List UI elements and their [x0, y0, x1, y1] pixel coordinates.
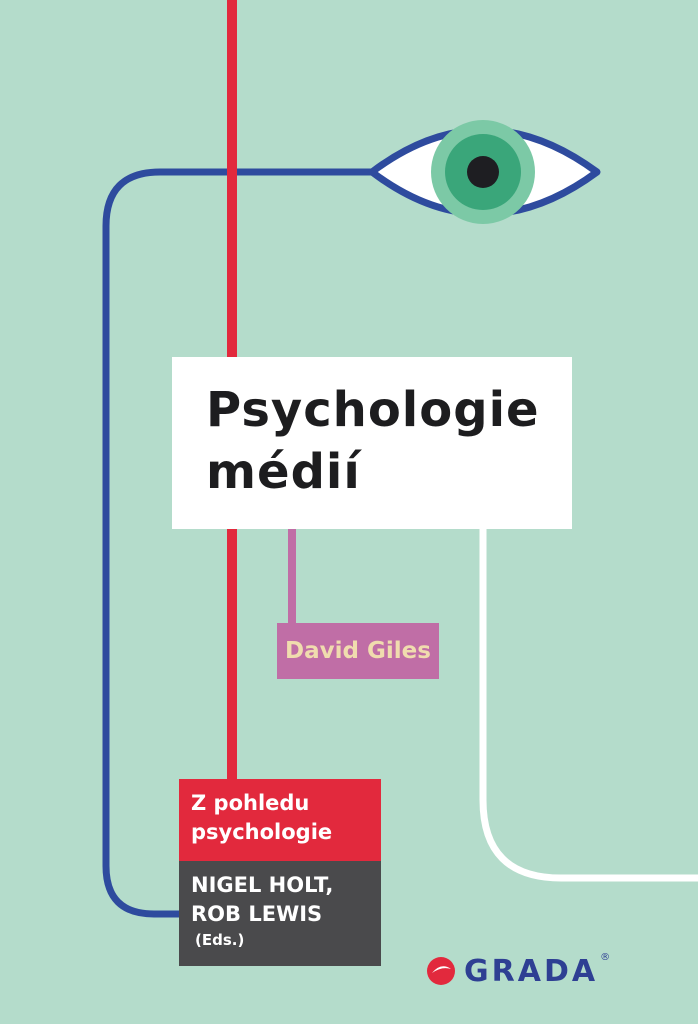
- author-box: David Giles: [277, 623, 439, 679]
- title-line-2: médií: [206, 444, 361, 500]
- title-box: Psychologie médií: [172, 357, 572, 529]
- registered-mark: ®: [600, 952, 611, 963]
- editors-line-1: NIGEL HOLT,: [191, 873, 334, 897]
- grada-logo-icon: [427, 957, 455, 985]
- editors-line-2: ROB LEWIS: [191, 902, 323, 926]
- series-line-1: Z pohledu: [191, 791, 310, 815]
- author-name: David Giles: [285, 638, 431, 664]
- series-box: Z pohledu psychologie: [179, 779, 381, 861]
- publisher-logo: GRADA ®: [426, 952, 610, 990]
- eye-icon: [368, 120, 601, 224]
- publisher-name: GRADA: [464, 953, 599, 989]
- editors-box: NIGEL HOLT, ROB LEWIS (Eds.): [179, 861, 381, 966]
- editors-suffix: (Eds.): [195, 931, 245, 949]
- white-line: [479, 529, 698, 882]
- series-line-2: psychologie: [191, 820, 333, 844]
- title-line-1: Psychologie: [206, 382, 540, 438]
- blue-line: [102, 168, 372, 918]
